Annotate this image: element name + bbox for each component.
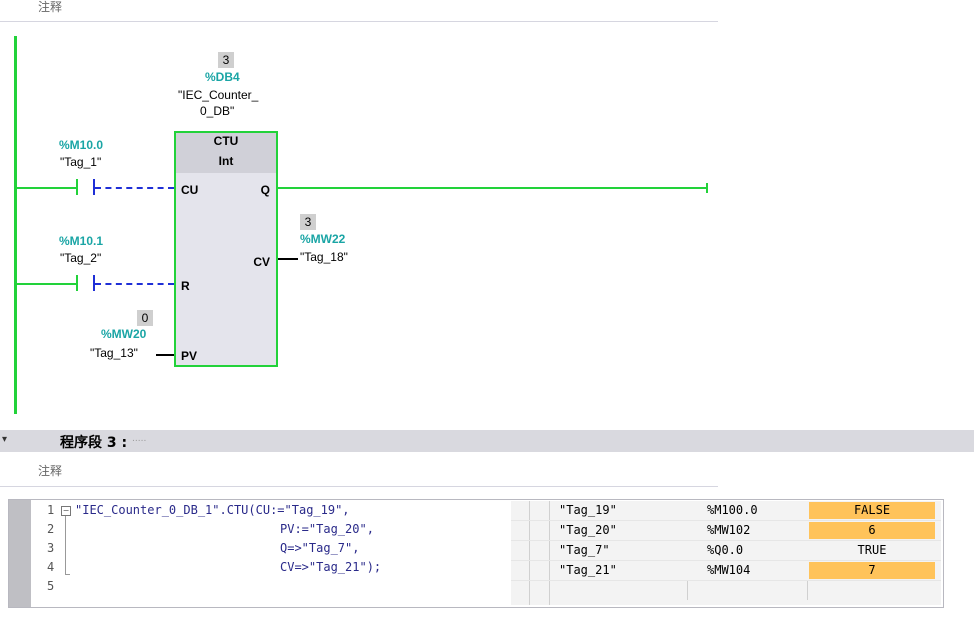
monitor-row — [511, 581, 941, 600]
scl-code-editor[interactable]: 1 2 3 4 5 − "IEC_Counter_0_DB_1".CTU(CU:… — [8, 499, 944, 608]
network3-comment-separator — [0, 486, 718, 487]
collapse-arrow-icon[interactable]: ▾ — [2, 434, 8, 445]
monitor-value: 7 — [809, 562, 935, 579]
contact1-tag[interactable]: "Tag_1" — [60, 155, 102, 169]
line-number: 5 — [47, 579, 55, 593]
monitor-row: "Tag_7" %Q0.0 TRUE — [511, 541, 941, 561]
power-rail — [14, 36, 17, 414]
instance-db-name-line2[interactable]: 0_DB" — [200, 104, 235, 118]
cv-monitor-value: 3 — [300, 214, 316, 230]
network3-title[interactable]: 程序段 3 : — [60, 435, 128, 451]
instance-db-name-line1[interactable]: "IEC_Counter_ — [178, 88, 259, 102]
network3-comment-label[interactable]: 注释 — [38, 464, 63, 478]
pin-q-label: Q — [260, 183, 270, 197]
monitor-table: "Tag_19" %M100.0 FALSE "Tag_20" %MW102 6… — [511, 501, 941, 605]
block-type-label: CTU — [176, 133, 276, 149]
instance-db-value: 3 — [218, 52, 234, 68]
contact2-tag[interactable]: "Tag_2" — [60, 251, 102, 265]
monitor-row: "Tag_21" %MW104 7 — [511, 561, 941, 581]
pin-cv-label: CV — [253, 255, 270, 269]
network3-header[interactable]: ▾ 程序段 3 : ..... — [0, 430, 974, 452]
contact1-right-bar[interactable] — [93, 179, 95, 195]
pv-tag[interactable]: "Tag_13" — [90, 346, 138, 360]
rung1-wire-left — [17, 187, 76, 189]
line-number: 2 — [47, 522, 55, 536]
block-datatype-label[interactable]: Int — [176, 149, 276, 173]
pin-r-label: R — [181, 279, 190, 293]
line-number: 4 — [47, 560, 55, 574]
monitor-address: %MW102 — [707, 523, 751, 537]
monitor-col-divider — [529, 501, 530, 605]
fold-collapse-icon[interactable]: − — [61, 506, 71, 516]
rung2-wire-no-flow — [95, 283, 174, 285]
cv-output-wire — [278, 258, 298, 260]
q-output-wire — [278, 187, 708, 189]
monitor-value: TRUE — [857, 543, 887, 557]
ctu-counter-block[interactable]: CTU Int CU Q CV R PV — [174, 131, 278, 367]
q-output-wire-end — [706, 183, 708, 193]
line-number: 1 — [47, 503, 55, 517]
monitor-tag: "Tag_21" — [559, 563, 617, 577]
pin-pv-label: PV — [181, 349, 198, 363]
pv-address[interactable]: %MW20 — [101, 327, 147, 341]
monitor-col-divider — [807, 581, 808, 600]
monitor-row: "Tag_20" %MW102 6 — [511, 521, 941, 541]
monitor-col-divider — [549, 501, 550, 605]
contact2-left-bar[interactable] — [76, 275, 78, 291]
code-gutter — [9, 500, 31, 607]
monitor-tag: "Tag_20" — [559, 523, 617, 537]
contact2-address[interactable]: %M10.1 — [59, 234, 104, 248]
monitor-value: FALSE — [809, 502, 935, 519]
monitor-row: "Tag_19" %M100.0 FALSE — [511, 501, 941, 521]
contact1-left-bar[interactable] — [76, 179, 78, 195]
monitor-tag: "Tag_7" — [559, 543, 610, 557]
fold-guide-end — [65, 574, 70, 575]
cv-address[interactable]: %MW22 — [300, 232, 346, 246]
monitor-tag: "Tag_19" — [559, 503, 617, 517]
network-comment-label[interactable]: 注释 — [38, 0, 63, 14]
monitor-address: %M100.0 — [707, 503, 758, 517]
pin-cu-label: CU — [181, 183, 199, 197]
monitor-address: %Q0.0 — [707, 543, 744, 557]
rung2-wire-left — [17, 283, 76, 285]
monitor-col-divider — [687, 581, 688, 600]
comment-separator — [0, 21, 718, 22]
rung1-wire-no-flow — [95, 187, 174, 189]
instance-db-address[interactable]: %DB4 — [205, 70, 240, 84]
pv-monitor-value: 0 — [137, 310, 153, 326]
code-line-2[interactable]: PV:="Tag_20", — [280, 522, 374, 536]
contact2-right-bar[interactable] — [93, 275, 95, 291]
cv-tag[interactable]: "Tag_18" — [300, 250, 348, 264]
code-line-4[interactable]: CV=>"Tag_21"); — [280, 560, 382, 574]
code-line-1[interactable]: "IEC_Counter_0_DB_1".CTU(CU:="Tag_19", — [75, 503, 350, 517]
contact1-address[interactable]: %M10.0 — [59, 138, 104, 152]
network3-title-placeholder[interactable]: ..... — [132, 434, 147, 444]
line-number: 3 — [47, 541, 55, 555]
monitor-address: %MW104 — [707, 563, 751, 577]
code-line-3[interactable]: Q=>"Tag_7", — [280, 541, 360, 555]
pv-input-wire — [156, 354, 174, 356]
monitor-value: 6 — [809, 522, 935, 539]
fold-guide-line — [65, 516, 66, 574]
